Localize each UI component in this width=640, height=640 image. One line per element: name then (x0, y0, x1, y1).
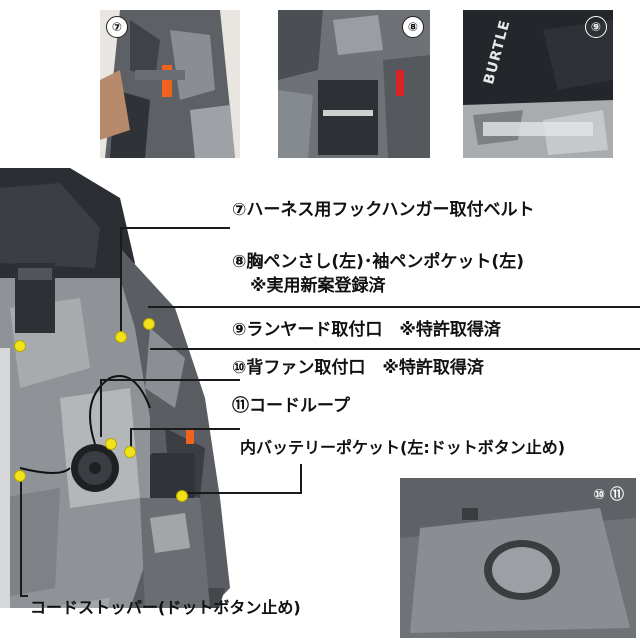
badge-8: ⑧ (402, 16, 424, 38)
marker-7 (115, 331, 127, 343)
leader-line-battery (130, 428, 240, 430)
leader-line-9 (148, 306, 640, 308)
photo-lanyard-opening: ⑨ BURTLE (463, 10, 613, 158)
callout-11: ⑪コードループ (232, 396, 350, 416)
callout-9: ⑨ランヤード取付口 ※特許取得済 (232, 320, 501, 340)
leader-line-11-v (100, 379, 102, 437)
leader-line-7-v (120, 227, 122, 337)
jacket-interior-illustration (0, 168, 260, 640)
marker-10 (124, 446, 136, 458)
badge-9: ⑨ (585, 16, 607, 38)
marker-battery (176, 490, 188, 502)
leader-line-7 (120, 227, 230, 229)
badge-7: ⑦ (106, 16, 128, 38)
callout-stopper: コードストッパー(ドットボタン止め) (30, 598, 301, 617)
marker-11 (105, 438, 117, 450)
callout-7: ⑦ハーネス用フックハンガー取付ベルト (232, 200, 535, 220)
jacket-photo-9 (463, 10, 613, 158)
callout-battery: 内バッテリーポケット(左:ドットボタン止め) (240, 438, 566, 457)
jacket-photo-7 (100, 10, 240, 158)
inset-badges: ⑩ ⑪ (593, 487, 624, 503)
photo-hook-hanger-belt: ⑦ (100, 10, 240, 158)
fan-opening-illustration (400, 478, 636, 638)
photo-fan-opening-cord-loop: ⑩ ⑪ (400, 478, 636, 638)
callout-10: ⑩背ファン取付口 ※特許取得済 (232, 358, 484, 378)
callout-8-line2: ※実用新案登録済 (250, 276, 386, 296)
photo-pen-pocket: ⑧ (278, 10, 430, 158)
leader-line-stopper-h (20, 595, 28, 597)
marker-lining (14, 340, 26, 352)
leader-line-11 (100, 379, 240, 381)
callout-8-line1: ⑧胸ペンさし(左)･袖ペンポケット(左) (232, 252, 524, 272)
leader-line-10 (150, 348, 640, 350)
marker-stopper (14, 470, 26, 482)
marker-9 (143, 318, 155, 330)
leader-line-cord-stopper-v (300, 464, 302, 494)
leader-line-stopper (20, 470, 22, 595)
leader-line-battery-v (130, 428, 132, 448)
jacket-photo-8 (278, 10, 430, 158)
jacket-interior-photo (0, 168, 260, 640)
leader-line-cord-stopper-h (184, 492, 302, 494)
